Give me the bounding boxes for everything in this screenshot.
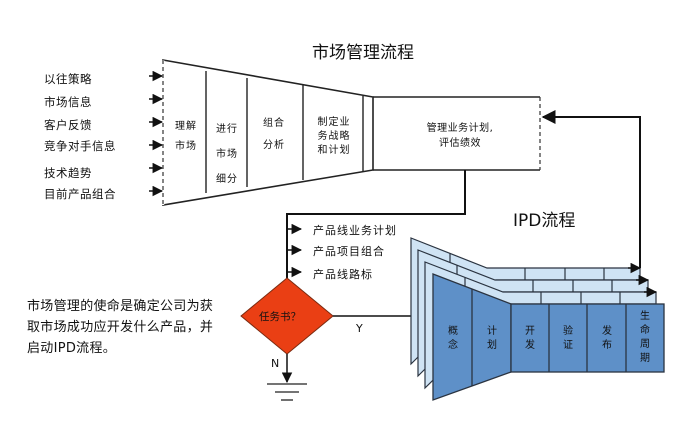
management-box	[373, 96, 541, 171]
input-arrows	[149, 70, 164, 197]
market-process-title: 市场管理流程	[312, 43, 414, 63]
input-label: 以往策略	[44, 72, 92, 86]
output-label: 产品项目组合	[313, 245, 385, 258]
stage-understand-market: 理解 市场	[175, 121, 197, 152]
ipd-process-title: IPD流程	[513, 211, 576, 231]
ipd-stage-plan: 计划	[487, 326, 497, 351]
input-label: 市场信息	[44, 95, 92, 109]
ipd-front-panel	[432, 273, 665, 401]
ipd-stage-launch: 发布	[602, 326, 612, 351]
output-label: 产品线业务计划	[313, 224, 397, 237]
ipd-stage-verify: 验证	[563, 326, 573, 351]
decision-label: 任务书？	[259, 311, 301, 323]
manage-plan-evaluate: 管理业务计划, 评估绩效	[426, 123, 494, 149]
feedback-arrow	[541, 110, 641, 268]
ground-terminal-icon	[267, 383, 307, 401]
mission-statement: 市场管理的使命是确定公司为获取市场成功应开发什么产品，并启动IPD流程。	[27, 299, 214, 356]
ipd-stage-lifecycle: 生命周期	[640, 311, 650, 364]
input-label: 客户反馈	[44, 118, 92, 132]
input-label: 目前产品组合	[44, 187, 116, 201]
connector-to-decision	[286, 170, 466, 278]
stage-strategy-plan: 制定业 务战略 和计划	[317, 117, 351, 156]
ipd-stage-develop: 开发	[525, 326, 535, 351]
input-label: 技术趋势	[44, 166, 92, 180]
stage-portfolio-analysis: 组合 分析	[263, 118, 285, 151]
stage-segment-market: 进行 市场 细分	[216, 124, 238, 185]
ipd-stage-concept: 概念	[448, 326, 458, 351]
no-label: N	[271, 357, 280, 370]
output-label: 产品线路标	[313, 268, 373, 281]
input-label: 竞争对手信息	[44, 139, 116, 153]
yes-label: Y	[356, 322, 363, 335]
